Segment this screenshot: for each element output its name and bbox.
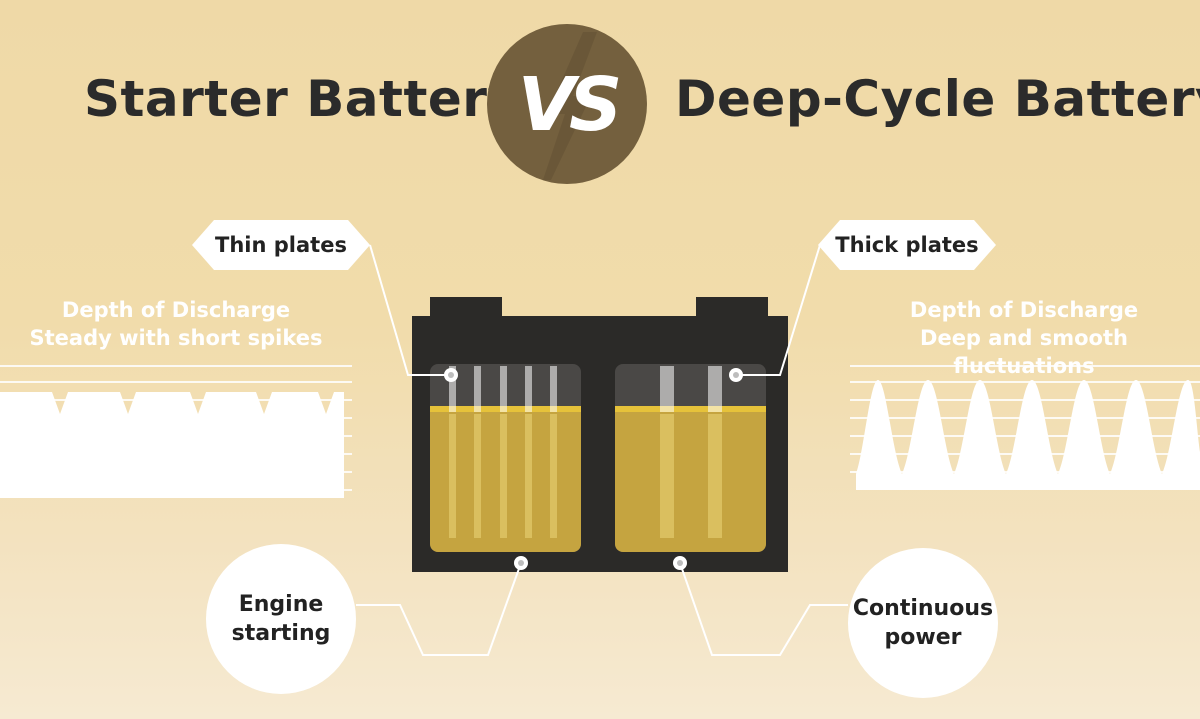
connector-dots — [444, 368, 743, 570]
discharge-graph-steady — [0, 365, 352, 498]
continuous-power-line2: power — [884, 625, 962, 650]
battery-cell-thin-plates — [430, 364, 581, 552]
dod-left: Depth of Discharge Steady with short spi… — [0, 296, 352, 352]
thin-plates-label: Thin plates — [192, 220, 370, 270]
discharge-graph-fluctuating — [850, 365, 1200, 490]
continuous-power-circle: Continuous power — [848, 548, 998, 698]
battery-cell-thick-plates — [615, 364, 766, 552]
engine-starting-line1: Engine — [238, 592, 324, 617]
dod-left-description: Steady with short spikes — [29, 326, 323, 350]
lightning-bolt-icon — [543, 32, 597, 180]
dod-left-heading: Depth of Discharge — [61, 298, 291, 322]
engine-starting-line2: starting — [231, 621, 331, 646]
vs-text: VS — [517, 62, 623, 148]
connector-lines — [356, 244, 848, 656]
starter-battery-title: Starter Battery — [84, 70, 521, 128]
vs-badge: VS — [487, 24, 647, 184]
deep-cycle-battery-title: Deep-Cycle Battery — [675, 70, 1200, 128]
engine-starting-circle: Engine starting — [206, 544, 356, 694]
dod-right-heading: Depth of Discharge — [909, 298, 1139, 322]
continuous-power-line1: Continuous — [852, 596, 994, 621]
thick-plates-label: Thick plates — [818, 220, 996, 270]
